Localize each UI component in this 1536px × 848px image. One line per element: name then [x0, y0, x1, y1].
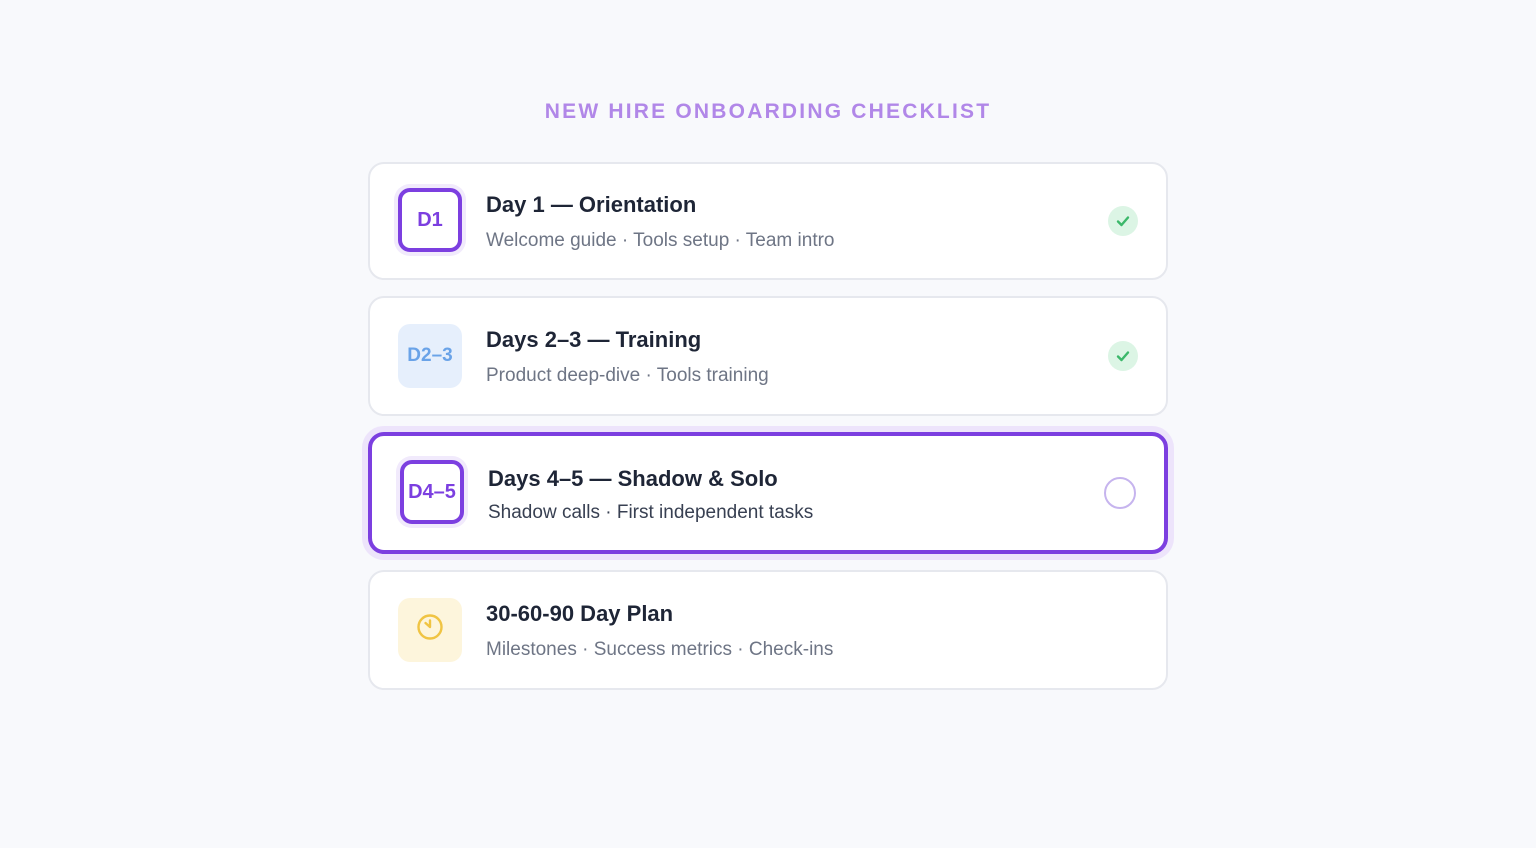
item-title: 30-60-90 Day Plan	[486, 601, 674, 626]
checklist-item-30-60-90-plan[interactable]: 30-60-90 Day Plan Milestones · Success m…	[368, 570, 1168, 690]
checklist-item-days-4-5[interactable]: D4–5 Days 4–5 — Shadow & Solo Shadow cal…	[368, 432, 1168, 554]
item-subtitle: Shadow calls · First independent tasks	[488, 502, 814, 523]
item-title: Days 2–3 — Training	[486, 327, 702, 352]
page-title: NEW HIRE ONBOARDING CHECKLIST	[544, 100, 992, 123]
checklist: D1 Day 1 — Orientation Welcome guide · T…	[368, 162, 1168, 706]
item-subtitle: Milestones · Success metrics · Check-ins	[486, 639, 834, 660]
day-badge: D4–5	[400, 460, 464, 524]
check-icon[interactable]	[1108, 206, 1138, 236]
check-icon[interactable]	[1108, 341, 1138, 371]
item-title: Days 4–5 — Shadow & Solo	[488, 466, 778, 491]
radio-empty-icon[interactable]	[1104, 477, 1136, 509]
plan-badge	[398, 598, 462, 662]
clock-icon	[415, 612, 445, 648]
day-badge: D1	[398, 188, 462, 252]
item-title: Day 1 — Orientation	[486, 192, 697, 217]
checklist-item-day-1[interactable]: D1 Day 1 — Orientation Welcome guide · T…	[368, 162, 1168, 280]
checklist-item-days-2-3[interactable]: D2–3 Days 2–3 — Training Product deep-di…	[368, 296, 1168, 416]
item-subtitle: Product deep-dive · Tools training	[486, 365, 769, 386]
day-badge: D2–3	[398, 324, 462, 388]
item-subtitle: Welcome guide · Tools setup · Team intro	[486, 230, 835, 251]
